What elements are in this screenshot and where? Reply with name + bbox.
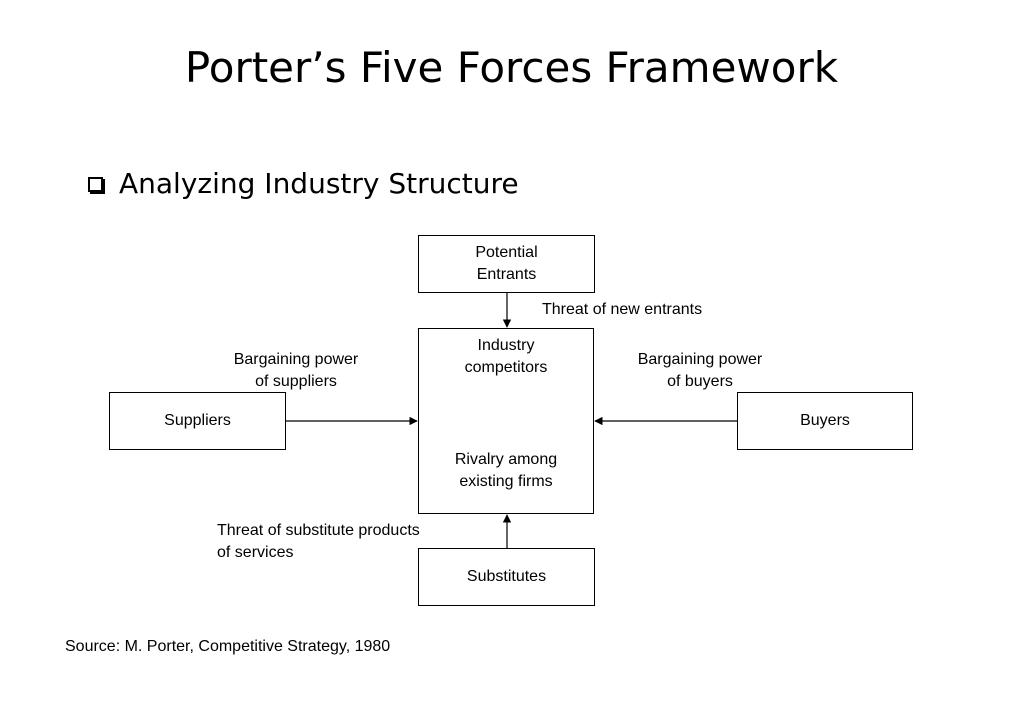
edge-label-substitutes-threat: Threat of substitute products of service…	[217, 520, 420, 564]
bullet-text: Analyzing Industry Structure	[119, 167, 519, 200]
edge-label-buyers-power: Bargaining power of buyers	[610, 349, 790, 393]
node-label-line: existing firms	[459, 473, 553, 490]
edge-label-line: Bargaining power	[233, 351, 359, 368]
source-citation: Source: M. Porter, Competitive Strategy,…	[65, 638, 391, 655]
edge-label-line: of services	[217, 544, 294, 561]
edge-label-line: of suppliers	[255, 373, 337, 390]
edge-label-new-entrants: Threat of new entrants	[542, 301, 703, 318]
center-top-label: Industry competitors	[419, 335, 593, 379]
node-label-line: competitors	[464, 359, 548, 376]
node-label: Buyers	[800, 412, 850, 429]
checkbox-bullet-icon	[88, 176, 103, 192]
center-bottom-label: Rivalry among existing firms	[419, 449, 593, 493]
edge-label-line: Bargaining power	[637, 351, 763, 368]
node-suppliers: Suppliers	[109, 392, 286, 450]
edge-label-suppliers-power: Bargaining power of suppliers	[206, 349, 386, 393]
node-label-line: Industry	[477, 337, 535, 354]
node-label-line: Entrants	[476, 266, 537, 283]
slide-title: Porter’s Five Forces Framework	[184, 43, 839, 92]
node-industry-competitors: Industry competitors Rivalry among exist…	[418, 328, 594, 514]
edge-label-line: of buyers	[667, 373, 733, 390]
bullet-item: Analyzing Industry Structure	[88, 164, 519, 204]
edge-label-line: Threat of substitute products	[217, 522, 420, 539]
node-label: Substitutes	[466, 568, 547, 585]
node-label-line: Rivalry among	[454, 451, 558, 468]
node-buyers: Buyers	[737, 392, 913, 450]
node-label-line: Potential	[475, 244, 538, 261]
node-potential-entrants: Potential Entrants	[418, 235, 595, 293]
node-substitutes: Substitutes	[418, 548, 595, 606]
node-label: Suppliers	[164, 412, 231, 429]
